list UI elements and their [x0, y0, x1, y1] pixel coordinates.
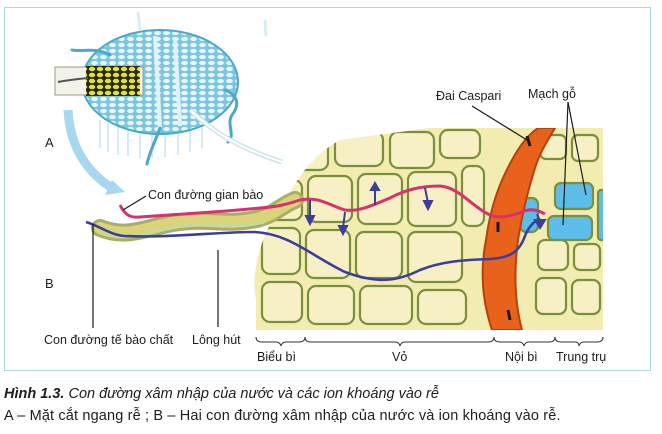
symplast-path: [85, 216, 541, 282]
uptake-arrows: [304, 180, 547, 237]
apoplast-label: Con đường gian bào: [148, 188, 264, 202]
region-stele-label: Trung trụ: [556, 350, 607, 364]
root-hair: [91, 191, 304, 242]
leader-lines: [92, 101, 587, 328]
figure-title: Con đường xâm nhập của nước và các ion k…: [64, 386, 439, 402]
root-cross-section: [54, 11, 283, 195]
root-tissue-section: [254, 128, 603, 330]
casparian-strip-label: Đai Caspari: [436, 89, 502, 103]
xylem-label: Mạch gỗ: [528, 87, 576, 101]
region-brackets: [255, 336, 604, 347]
region-epidermis-label: Biểu bì: [257, 350, 296, 364]
root-hair-label: Lông hút: [192, 333, 241, 347]
panel-b-label: B: [45, 276, 54, 291]
figure-number: Hình 1.3.: [4, 386, 65, 402]
figure-description: A – Mặt cắt ngang rễ ; B – Hai con đường…: [4, 408, 561, 424]
apoplast-path: [118, 184, 546, 219]
region-cortex-label: Vỏ: [392, 350, 408, 364]
region-endodermis-label: Nội bì: [505, 350, 538, 364]
symplast-label: Con đường tế bào chất: [44, 333, 174, 347]
figure-caption: Hình 1.3. Con đường xâm nhập của nước và…: [4, 386, 439, 402]
panel-a-label: A: [45, 135, 54, 150]
